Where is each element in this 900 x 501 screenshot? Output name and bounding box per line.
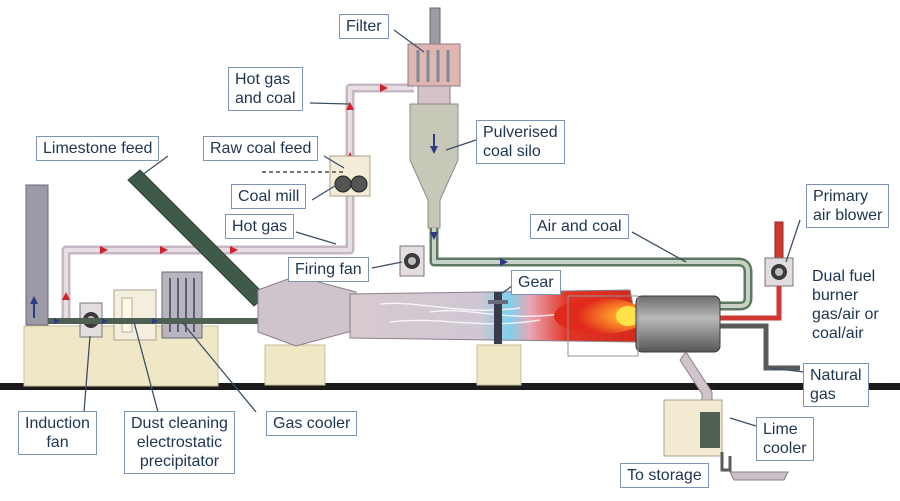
label-dual-fuel-line2: burner — [812, 287, 859, 304]
label-to-storage: To storage — [620, 463, 709, 488]
label-natural-gas-line2: gas — [810, 386, 836, 403]
label-dual-fuel-line3: gas/air or — [812, 306, 879, 323]
ground-line — [0, 383, 900, 390]
label-air-and-coal-text: Air and coal — [537, 218, 622, 235]
label-coal-mill: Coal mill — [231, 184, 307, 209]
label-lime-cooler-line2: cooler — [763, 440, 807, 457]
label-induction-fan: Induction fan — [18, 411, 97, 455]
pulverised-coal-silo — [409, 103, 459, 229]
label-primary-air-blower: Primary air blower — [806, 184, 890, 228]
label-filter-text: Filter — [346, 18, 382, 35]
label-induction-fan-line1: Induction — [25, 415, 90, 432]
label-hot-gas-and-coal: Hot gas and coal — [228, 67, 303, 111]
storage-chute — [729, 471, 789, 481]
label-dual-fuel-line1: Dual fuel — [812, 268, 876, 285]
label-primary-air-line1: Primary — [813, 188, 869, 205]
burner-hood — [635, 295, 721, 353]
filter-unit — [407, 43, 461, 87]
base-right — [476, 344, 522, 386]
label-lime-cooler-line1: Lime — [763, 421, 798, 438]
label-hot-gas-and-coal-line1: Hot gas — [235, 71, 291, 88]
label-to-storage-text: To storage — [627, 467, 702, 484]
natural-gas-pipe — [716, 323, 800, 371]
label-firing-fan-text: Firing fan — [295, 261, 362, 278]
label-dust-cleaning-line2: electrostatic — [136, 434, 223, 451]
label-lime-cooler: Lime cooler — [756, 417, 814, 461]
leader-lines — [83, 29, 805, 427]
label-gas-cooler: Gas cooler — [266, 411, 358, 436]
label-dust-cleaning-line3: precipitator — [139, 453, 220, 470]
kiln-gear — [494, 292, 502, 344]
label-limestone-feed-text: Limestone feed — [43, 140, 153, 157]
label-natural-gas-line1: Natural — [810, 367, 862, 384]
label-dust-cleaning-precipitator: Dust cleaning electrostatic precipitator — [124, 411, 235, 474]
kiln-feed-hood — [257, 275, 357, 347]
label-gear-text: Gear — [518, 274, 554, 291]
label-natural-gas: Natural gas — [803, 363, 869, 407]
label-gas-cooler-text: Gas cooler — [273, 415, 351, 432]
filter-stack — [429, 7, 441, 45]
electrostatic-precipitator — [113, 289, 157, 341]
label-firing-fan: Firing fan — [288, 257, 369, 282]
primary-air-stack — [774, 221, 784, 261]
label-raw-coal-feed: Raw coal feed — [203, 136, 319, 161]
label-raw-coal-feed-text: Raw coal feed — [210, 140, 312, 157]
gas-cooler — [161, 271, 203, 339]
lime-discharge-chute — [679, 351, 713, 405]
label-pulverised-line2: coal silo — [483, 143, 541, 160]
label-dust-cleaning-line1: Dust cleaning — [131, 415, 228, 432]
label-limestone-feed: Limestone feed — [36, 136, 160, 161]
label-hot-gas: Hot gas — [225, 214, 295, 239]
label-gear: Gear — [511, 270, 561, 295]
base-middle — [264, 344, 326, 386]
exhaust-stack — [25, 184, 49, 326]
label-pulverised-coal-silo: Pulverised coal silo — [476, 120, 565, 164]
label-hot-gas-text: Hot gas — [232, 218, 288, 235]
label-dual-fuel-line4: coal/air — [812, 325, 864, 342]
label-filter: Filter — [339, 14, 389, 39]
label-induction-fan-line2: fan — [46, 434, 69, 451]
label-dual-fuel-burner: Dual fuel burner gas/air or coal/air — [812, 267, 879, 343]
label-coal-mill-text: Coal mill — [238, 188, 300, 205]
label-air-and-coal: Air and coal — [530, 214, 629, 239]
label-pulverised-line1: Pulverised — [483, 124, 558, 141]
label-hot-gas-and-coal-line2: and coal — [235, 90, 296, 107]
label-primary-air-line2: air blower — [813, 207, 883, 224]
